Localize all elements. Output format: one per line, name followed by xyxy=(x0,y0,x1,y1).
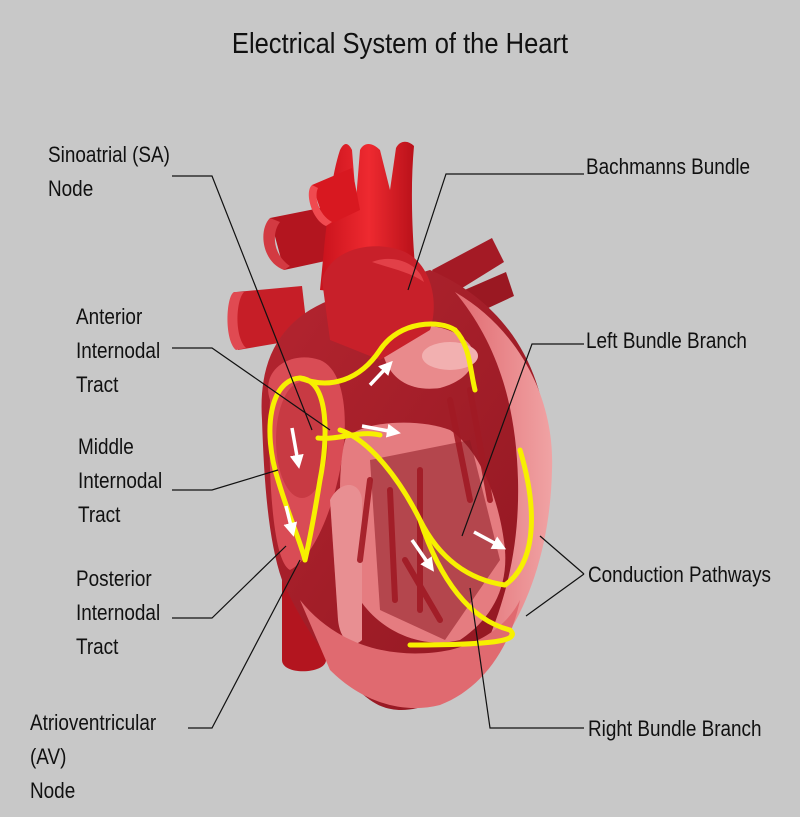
diagram-title: Electrical System of the Heart xyxy=(231,28,569,60)
leader-sa-node xyxy=(172,175,313,431)
label-conduction-pathways: Conduction Pathways xyxy=(588,562,772,587)
label-right-bundle-branch: Right Bundle Branch xyxy=(588,716,762,741)
leader-bachmanns xyxy=(407,173,584,291)
leader-lines xyxy=(172,173,585,729)
internodal-loop xyxy=(267,375,308,563)
aorta xyxy=(308,141,434,360)
right-bundle-path xyxy=(407,517,515,648)
bachmanns-path xyxy=(452,327,478,393)
arrow-icon xyxy=(368,360,393,387)
middle-tract xyxy=(297,375,328,563)
leader-middle xyxy=(172,469,279,491)
label-bachmanns-bundle: Bachmanns Bundle xyxy=(586,154,751,179)
conduction-pathways xyxy=(267,321,534,648)
leader-right-bundle xyxy=(469,587,584,729)
leader-left-bundle xyxy=(461,343,584,537)
label-av-node: Atrioventricular (AV) Node xyxy=(30,710,157,803)
arrow-icon xyxy=(283,505,298,537)
leader-anterior xyxy=(172,347,331,431)
arrow-icon xyxy=(361,423,401,438)
arrow-icon xyxy=(473,530,507,550)
anterior-tract xyxy=(297,321,458,386)
leader-conduction-2 xyxy=(525,573,585,617)
leader-posterior xyxy=(172,545,287,619)
label-anterior-internodal-tract: Anterior Internodal Tract xyxy=(76,304,161,397)
arrow-icon xyxy=(410,539,434,572)
leader-av-node xyxy=(188,559,301,729)
arrow-icon xyxy=(289,427,304,469)
label-middle-internodal-tract: Middle Internodal Tract xyxy=(78,434,163,527)
conduction-arrows xyxy=(283,360,507,572)
left-bundle-path xyxy=(502,447,534,588)
leader-conduction-1 xyxy=(539,535,585,575)
label-posterior-internodal-tract: Posterior Internodal Tract xyxy=(76,566,161,659)
label-left-bundle-branch: Left Bundle Branch xyxy=(586,328,747,353)
label-sa-node: Sinoatrial (SA) Node xyxy=(48,142,170,201)
